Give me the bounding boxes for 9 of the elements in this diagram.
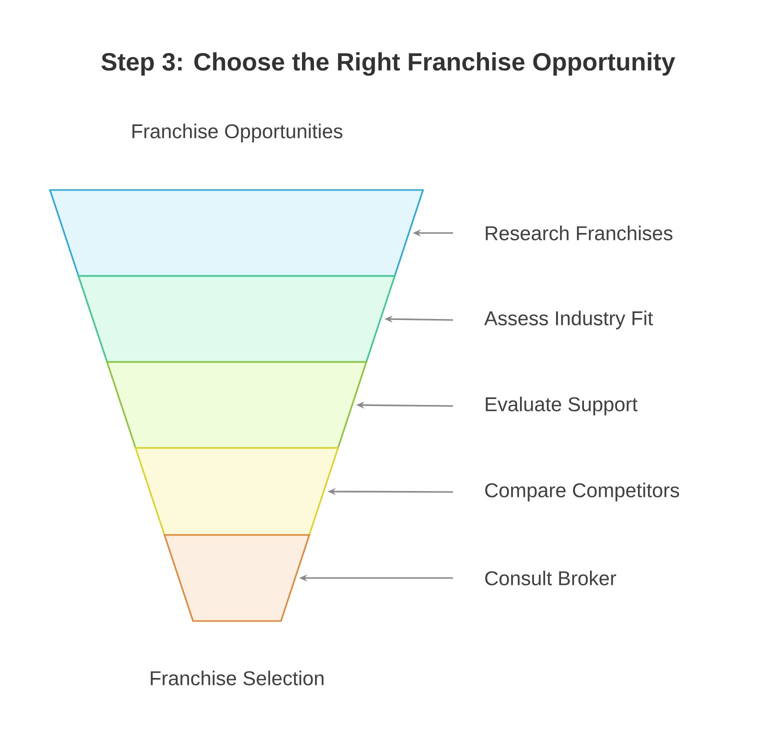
funnel-caption: Franchise Opportunities: [132, 124, 342, 142]
step-label: Evaluate Support: [486, 396, 638, 416]
funnel-caption: Franchise Selection: [150, 670, 324, 686]
step-label: Assess Industry Fit: [484, 310, 653, 330]
title: Step 3: Choose the Right Franchise Opportunity: [101, 52, 676, 76]
step-label: Research Franchises: [486, 226, 672, 240]
step-label: Compare Competitors: [485, 482, 680, 502]
step-label: Consult Broker: [485, 570, 616, 586]
funnel-band: [134, 447, 340, 536]
